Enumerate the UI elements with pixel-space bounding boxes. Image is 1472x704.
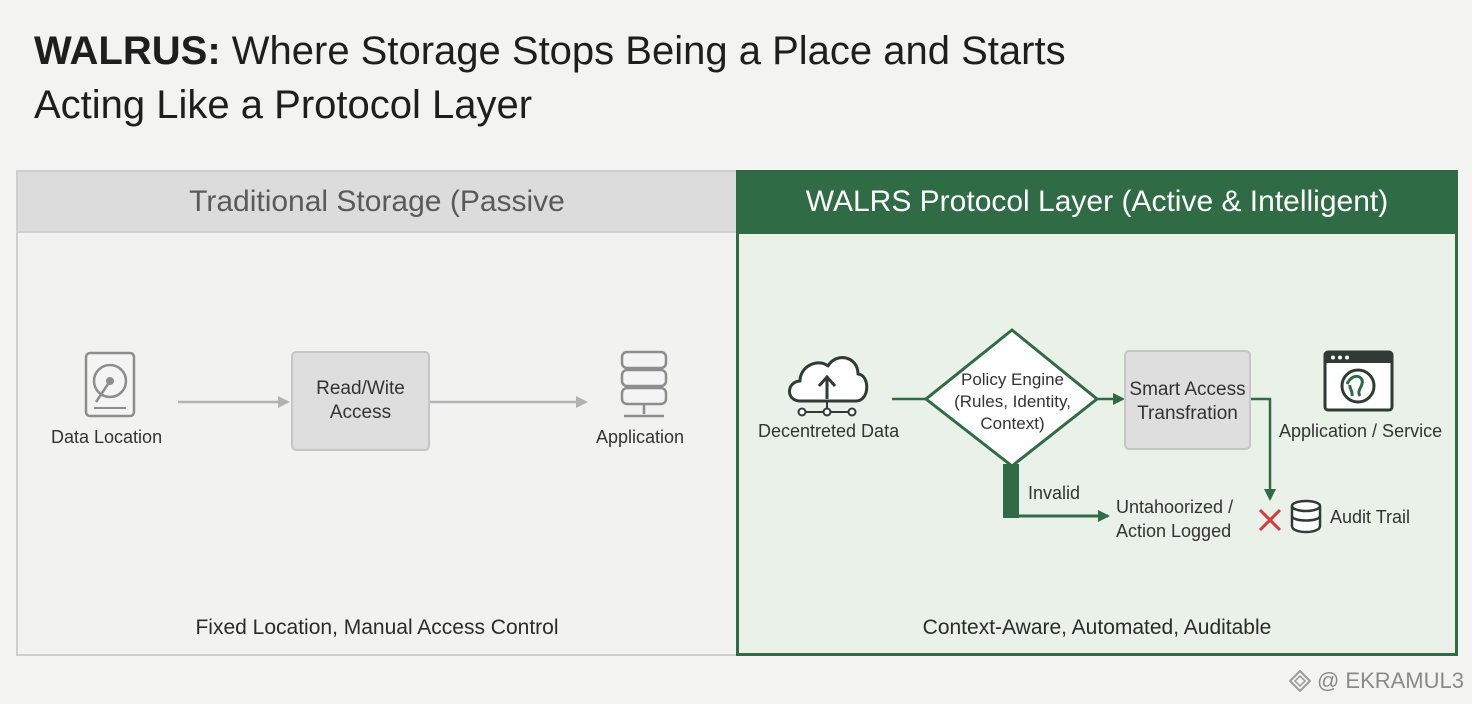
invalid-path-bar	[1003, 464, 1019, 518]
app-service-label: Application / Service	[1279, 421, 1443, 441]
protocol-layer-header: WALRS Protocol Layer (Active & Intellige…	[736, 170, 1458, 234]
decentred-data-label: Decentreted Data	[758, 421, 900, 441]
title-bold: WALRUS:	[34, 29, 221, 73]
unauth-line1: Untahoorized /	[1116, 497, 1234, 517]
read-write-line2: Access	[329, 402, 392, 423]
database-server-icon	[620, 350, 668, 418]
policy-engine-text: Policy Engine (Rules, Identity, Context)	[940, 369, 1085, 435]
policy-line1: Policy Engine	[960, 370, 1064, 389]
policy-line3: Context)	[980, 414, 1045, 433]
hard-drive-icon	[84, 351, 136, 418]
application-label: Application	[596, 427, 685, 447]
cloud-upload-icon	[788, 356, 869, 417]
data-location-label: Data Location	[51, 427, 163, 447]
smart-line1: Smart Access	[1129, 379, 1246, 400]
browser-window-icon	[1323, 350, 1394, 412]
smart-access-box: Smart Access Transfration	[1124, 350, 1251, 450]
unauthorized-label: Untahoorized / Action Logged	[1116, 495, 1233, 543]
invalid-label: Invalid	[1028, 483, 1081, 503]
watermark: @ EKRAMUL3	[1288, 668, 1464, 694]
traditional-storage-header: Traditional Storage (Passive	[18, 172, 736, 233]
policy-line2: (Rules, Identity,	[954, 392, 1071, 411]
left-caption: Fixed Location, Manual Access Control	[195, 616, 559, 639]
watermark-diamond-icon	[1288, 670, 1311, 692]
read-write-line1: Read/Wite	[316, 378, 405, 399]
unauth-line2: Action Logged	[1116, 521, 1232, 541]
arrow-smart-to-audit	[1251, 397, 1276, 501]
title-line2: Acting Like a Protocol Layer	[34, 83, 533, 127]
title-rest: Where Storage Stops Being a Place and St…	[220, 29, 1066, 73]
watermark-text: @ EKRAMUL3	[1316, 668, 1464, 693]
smart-line2: Transfration	[1137, 403, 1238, 424]
database-icon	[1290, 499, 1322, 534]
page-title: WALRUS: Where Storage Stops Being a Plac…	[34, 24, 1234, 132]
read-write-access-box: Read/Wite Access	[291, 351, 430, 451]
audit-trail-label: Audit Trail	[1330, 507, 1411, 527]
right-caption: Context-Aware, Automated, Auditable	[922, 616, 1272, 639]
x-mark-icon	[1258, 508, 1282, 532]
